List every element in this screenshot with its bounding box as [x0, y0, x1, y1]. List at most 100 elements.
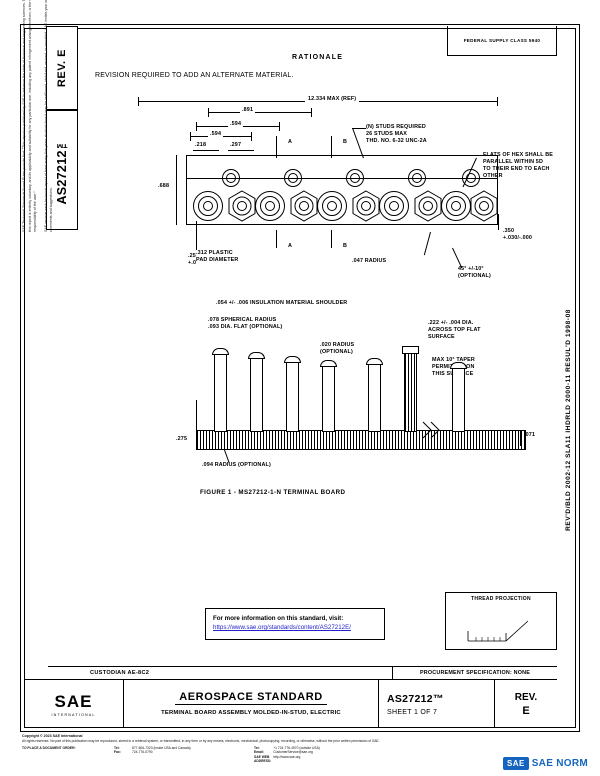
fax-label: Fax:: [114, 750, 121, 755]
stud-ring: [389, 201, 399, 211]
note-047-radius: .047 RADIUS: [352, 258, 387, 264]
federal-supply-class-box: FEDERAL SUPPLY CLASS 5940: [447, 26, 557, 56]
fax-value: 724-776-0790: [132, 750, 153, 755]
order-label: TO PLACE A DOCUMENT ORDER:: [22, 745, 76, 750]
hex-stud: [468, 190, 500, 227]
plastic-pad: [193, 191, 223, 221]
drawing-outer-frame: [20, 24, 580, 732]
dim-tick: [208, 108, 209, 117]
web-label: SAE WEB ADDRESS:: [254, 754, 272, 764]
dim-350-line: [498, 214, 499, 230]
stud-ring: [462, 169, 480, 187]
dim-594b-label: .594: [208, 131, 224, 138]
document-type-title: AEROSPACE STANDARD: [175, 691, 327, 705]
stud-ring: [446, 196, 466, 216]
section-line-b2: [331, 230, 332, 248]
revision-value: E: [522, 704, 530, 717]
stud-ring: [226, 173, 236, 183]
standard-url-link[interactable]: https://www.sae.org/standards/content/AS…: [213, 624, 351, 631]
stud-ring: [350, 173, 360, 183]
thread-projection-box: THREAD PROJECTION: [445, 592, 557, 650]
custodian-row: CUSTODIAN AE-8C2: [48, 666, 393, 679]
dim-297-label: .297: [230, 142, 242, 148]
hex-stud: [350, 190, 382, 227]
sae-logo: SAE INTERNATIONAL: [51, 692, 95, 717]
dim-tick: [279, 122, 280, 131]
dim-071-label: .071: [524, 432, 536, 438]
sae-logo-word: SAE: [54, 691, 93, 711]
note-studs-required: (N) STUDS REQUIRED 26 STUDS MAX THD. NO.…: [366, 124, 427, 144]
hex-stud: [412, 190, 444, 227]
stud-ring: [284, 169, 302, 187]
note-020-radius: .020 RADIUS (OPTIONAL): [320, 342, 355, 355]
title-block-title-cell: AEROSPACE STANDARD TERMINAL BOARD ASSEMB…: [124, 680, 379, 728]
terminal-head: [320, 360, 337, 367]
dim-071-line: [520, 430, 521, 446]
stud-ring: [451, 201, 461, 211]
tel2-value: +1 724-776-4970 (outside USA): [273, 745, 320, 750]
section-line-b: [331, 136, 332, 158]
terminal-stud: [214, 352, 227, 432]
terminal-head: [366, 358, 383, 365]
dim-218-line: [193, 150, 219, 151]
hex-stud: [226, 190, 258, 227]
tel1-value: 877-606-7323 (inside USA and Canada): [132, 745, 191, 750]
break-symbol: [418, 420, 444, 451]
dim-275-label: .275: [176, 436, 188, 442]
terminal-head-flat: [402, 346, 419, 354]
terminal-stud: [286, 360, 299, 432]
stud-ring: [384, 196, 404, 216]
stud-ring: [260, 196, 280, 216]
section-marker-b-bottom: B: [343, 243, 348, 249]
dim-overall-label: 12.334 MAX (REF): [305, 96, 360, 103]
figure-caption: FIGURE 1 - MS27212-1-N TERMINAL BOARD: [200, 489, 346, 496]
board-cross-section: [196, 430, 526, 450]
terminal-stud: [322, 364, 335, 432]
dim-275-line: [196, 400, 197, 432]
standard-number-side-box: AS27212™: [46, 110, 78, 230]
tel2-label: Tel:: [254, 745, 260, 750]
title-block-revision-cell: REV. E: [495, 680, 557, 728]
dim-tick: [138, 97, 139, 106]
revision-side-box: REV. E: [46, 26, 78, 110]
dim-688-line: [176, 155, 177, 225]
rationale-body: REVISION REQUIRED TO ADD AN ALTERNATE MA…: [95, 72, 294, 79]
dim-257-line: [196, 221, 197, 251]
leader-line: [352, 128, 366, 129]
revision-history-strip: REV'D/BLD 2002-12 SLA11 IHDRLD 2000-11 R…: [560, 300, 576, 540]
page-footer: Copyright © 2023 SAE International All r…: [22, 734, 422, 764]
plastic-pad: [317, 191, 347, 221]
rights-notice: All rights reserved. No part of this pub…: [22, 739, 380, 744]
terminal-stud-hatched: [404, 352, 417, 432]
section-marker-a-top: A: [288, 139, 293, 145]
dim-891-label: .891: [240, 107, 256, 114]
note-spherical-radius: .078 SPHERICAL RADIUS .093 DIA. FLAT (OP…: [208, 317, 283, 330]
stud-ring: [408, 169, 426, 187]
note-hex-flats: FLATS OF HEX SHALL BE PARALLEL WITHIN 5D…: [483, 152, 554, 179]
board-centerline: [186, 178, 498, 179]
dim-tick: [497, 97, 498, 106]
dim-tick: [311, 108, 312, 117]
document-number: AS27212™: [387, 692, 444, 705]
document-subtitle: TERMINAL BOARD ASSEMBLY MOLDED-IN-STUD, …: [161, 710, 341, 716]
terminal-stud: [368, 362, 381, 432]
dim-tick: [190, 132, 191, 141]
section-marker-b-top: B: [343, 139, 348, 145]
note-insulation-shoulder: .054 +/- .006 INSULATION MATERIAL SHOULD…: [216, 300, 348, 306]
dim-218-label: .218: [195, 142, 207, 148]
dim-tick: [196, 122, 197, 131]
plastic-pad: [255, 191, 285, 221]
legal-disclaimer: SAE Technical Standards Board Rules prov…: [22, 0, 78, 232]
terminal-head: [284, 356, 301, 363]
drawing-inner-frame: [24, 28, 576, 728]
hex-stud: [288, 190, 320, 227]
sae-logo-subtext: INTERNATIONAL: [51, 712, 96, 717]
more-info-label: For more information on this standard, v…: [213, 615, 344, 622]
stud-ring: [346, 169, 364, 187]
more-information-box: For more information on this standard, v…: [205, 608, 385, 640]
watermark-badge: SAE: [503, 757, 529, 770]
terminal-head: [248, 352, 265, 359]
stud-ring: [198, 196, 218, 216]
note-222-dia: .222 +/- .004 DIA. ACROSS TOP FLAT SURFA…: [428, 320, 481, 340]
